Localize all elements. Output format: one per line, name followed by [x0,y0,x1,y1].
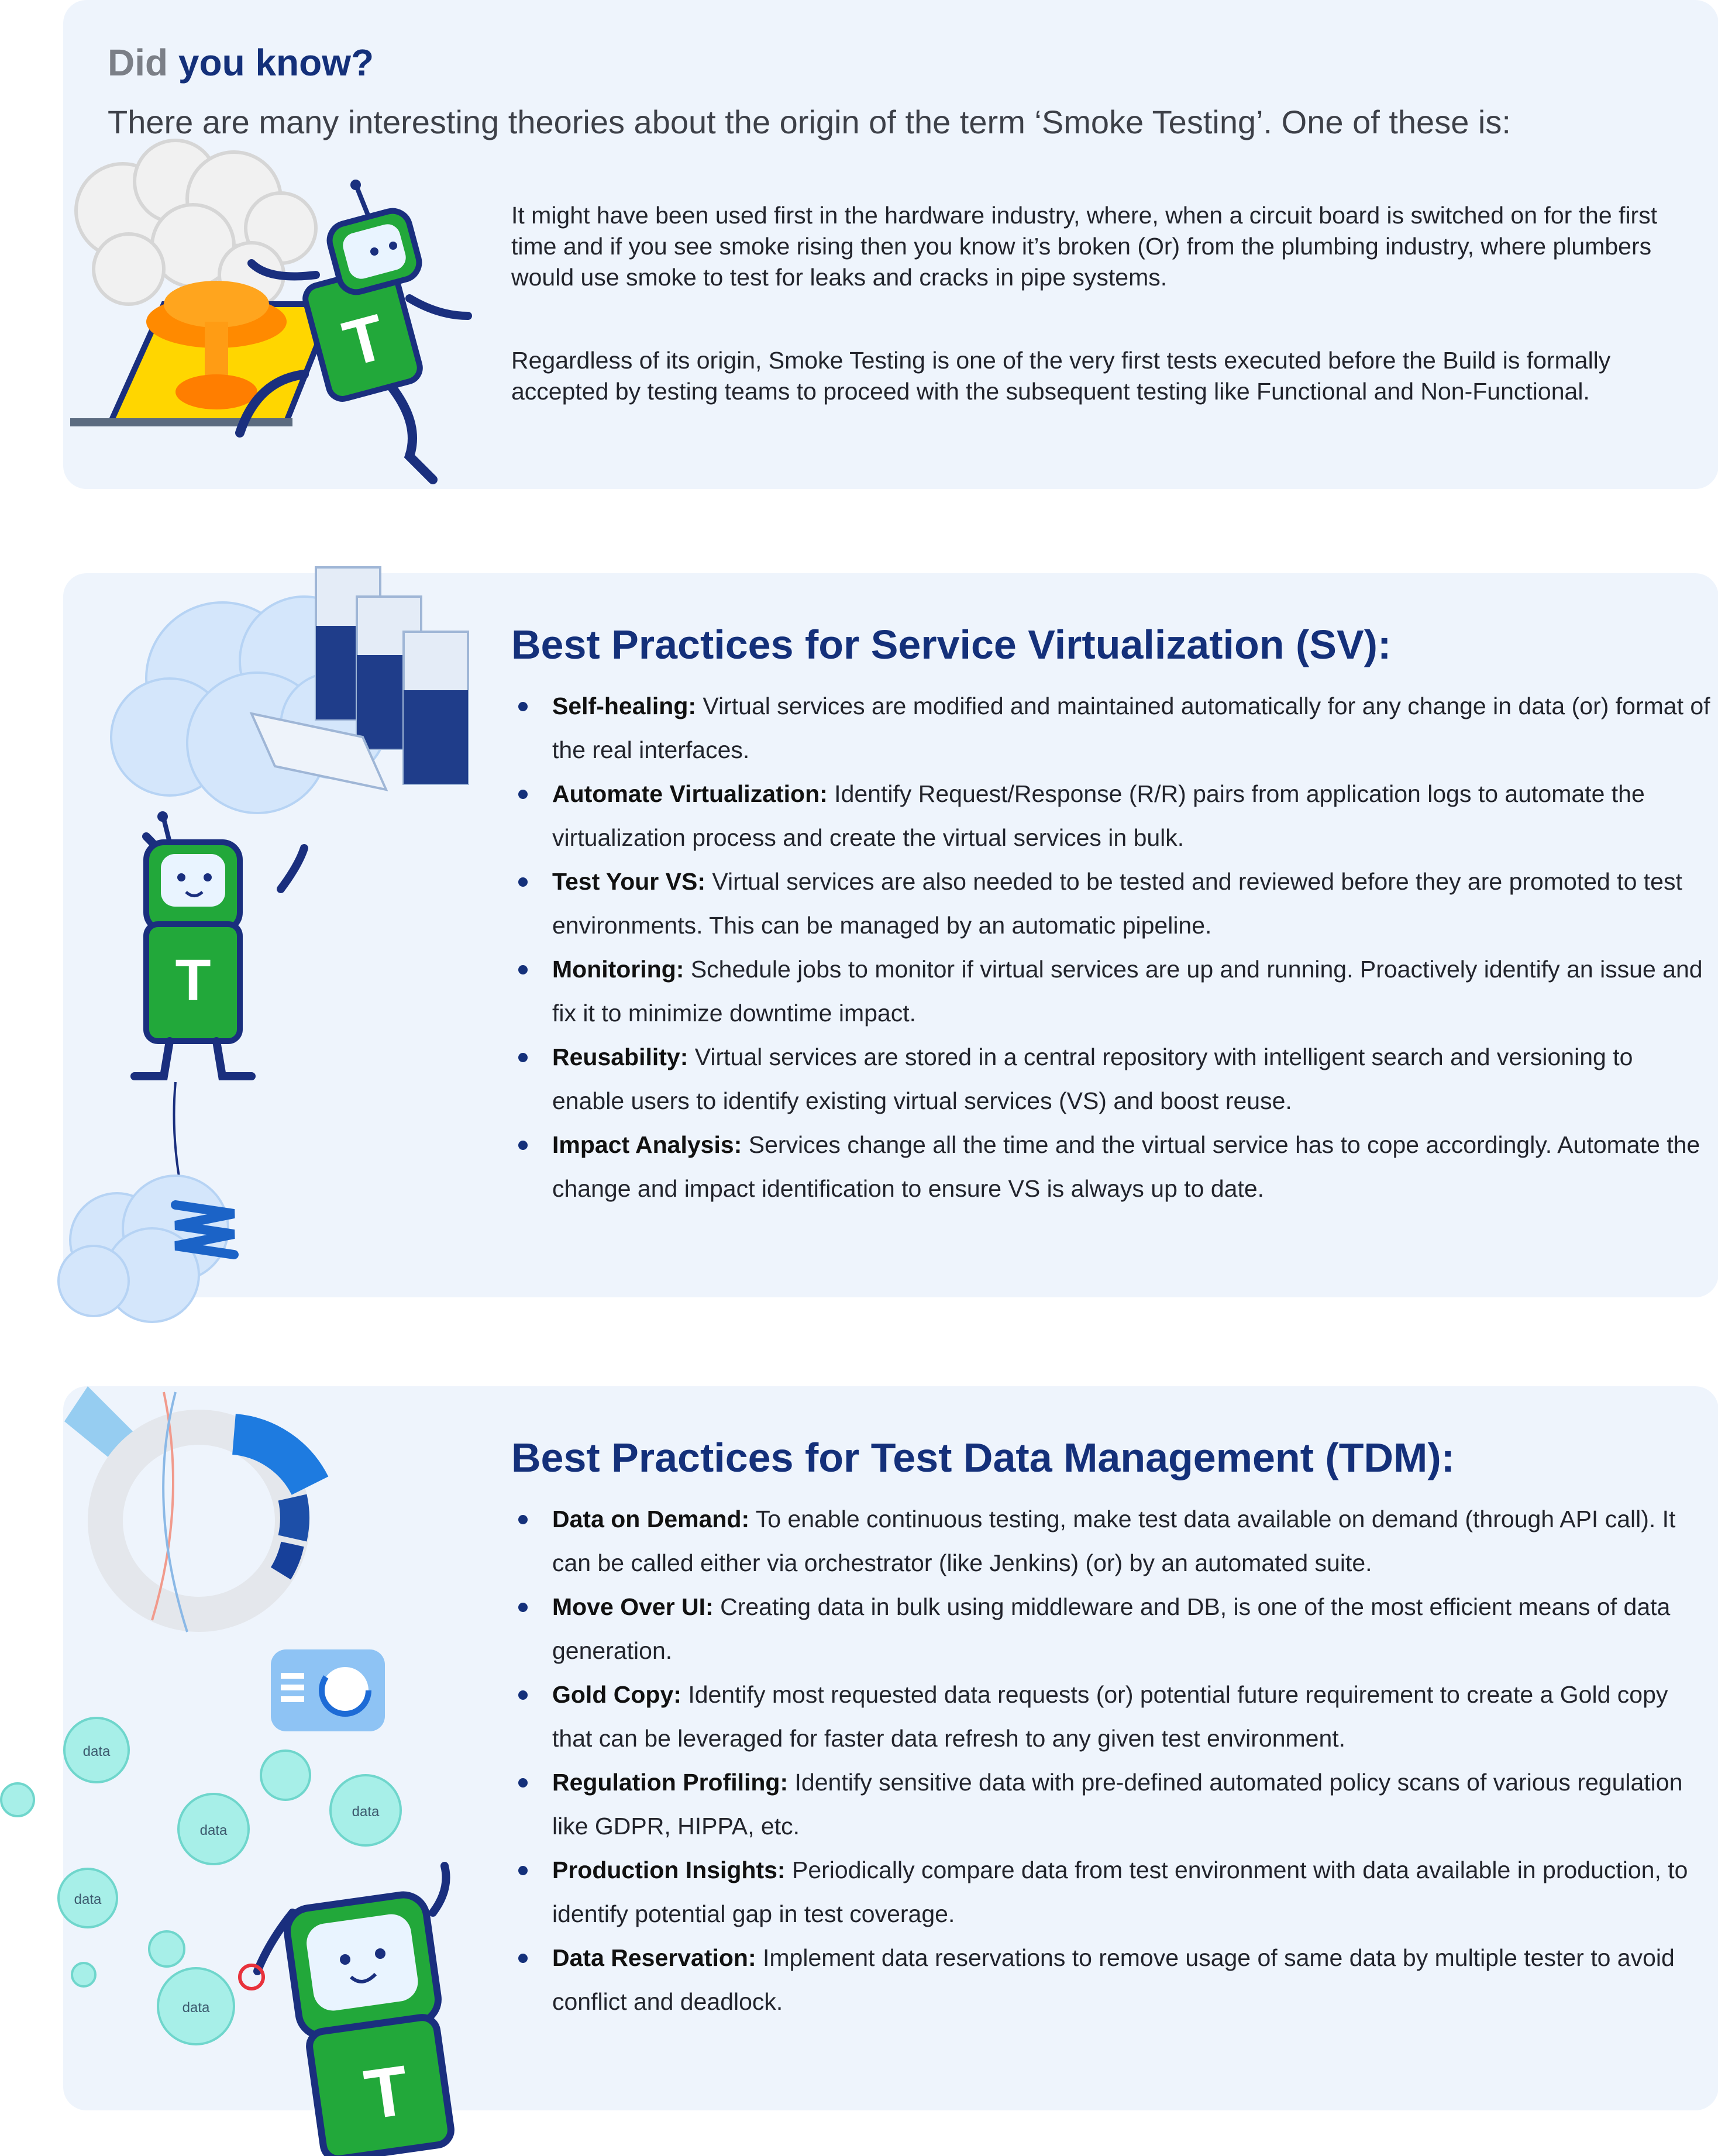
smoke-purpose-paragraph: Regardless of its origin, Smoke Testing … [511,347,1611,405]
list-item: Reusability: Virtual services are stored… [511,1035,1710,1123]
bullet-icon [518,1866,528,1875]
data-bubble-icon: data [57,1868,118,1928]
bullet-icon [518,965,528,974]
bullet-icon [518,1954,528,1963]
server-rack-icon [315,566,469,785]
sv-best-practices-card: Best Practices for Service Virtualizatio… [63,573,1718,1297]
list-item: Impact Analysis: Services change all the… [511,1123,1710,1211]
small-cloud-icon [57,1175,229,1323]
svg-text:data: data [183,2000,210,2016]
sv-list: Self-healing: Virtual services are modif… [511,684,1710,1211]
laptop-icon [249,712,388,791]
smoke-cloud-icon [74,139,318,309]
bullet-icon [518,877,528,887]
did-you-know-card: Did you know? There are many interesting… [63,0,1718,489]
svg-text:data: data [200,1823,228,1838]
dashboard-widget-icon [271,1649,385,1731]
explosion-icon [146,281,287,409]
list-item: Monitoring: Schedule jobs to monitor if … [511,948,1710,1035]
donut-chart-icon [88,1392,329,1633]
smoke-mascot-illustration: T [70,139,472,484]
bullet-icon [518,790,528,799]
did-you-know-subtitle: There are many interesting theories abou… [108,104,1511,140]
sv-title: Best Practices for Service Virtualizatio… [511,622,1392,667]
tdm-title: Best Practices for Test Data Management … [511,1435,1455,1480]
spring-icon [171,1200,239,1259]
bullet-icon [518,1690,528,1700]
data-bubble-icon: data [329,1774,402,1847]
bullet-icon [518,1778,528,1788]
mascot-running-icon: T [235,180,472,484]
svg-text:data: data [83,1744,111,1759]
did-you-know-title: Did you know? [108,42,374,84]
data-bubbles-illustration: data data data data data T [0,1386,455,2156]
server-cloud-illustration: T [57,566,469,1323]
svg-text:T: T [175,948,211,1013]
list-item: Regulation Profiling: Identify sensitive… [511,1761,1710,1848]
mascot-waving-icon: T [130,811,308,1217]
svg-text:data: data [74,1892,102,1907]
bubble-icon [148,1930,185,1968]
bullet-icon [518,1515,528,1524]
bubble-icon [71,1962,97,1988]
bubble-icon [260,1749,311,1801]
list-item: Automate Virtualization: Identify Reques… [511,772,1710,860]
mascot-bubble-icon: T [238,1862,455,2156]
data-bubble-icon: data [177,1793,250,1865]
list-item: Test Your VS: Virtual services are also … [511,860,1710,948]
tdm-list: Data on Demand: To enable continuous tes… [511,1497,1710,2024]
bubble-icon [0,1782,35,1817]
list-item: Data on Demand: To enable continuous tes… [511,1497,1710,1585]
svg-text:data: data [352,1804,380,1820]
data-bubble-icon: data [157,1967,235,2045]
list-item: Data Reservation: Implement data reserva… [511,1936,1710,2024]
list-item: Production Insights: Periodically compar… [511,1848,1710,1936]
smoke-origin-paragraph: It might have been used first in the har… [511,202,1658,291]
bullet-icon [518,702,528,711]
list-item: Move Over UI: Creating data in bulk usin… [511,1585,1710,1673]
list-item: Self-healing: Virtual services are modif… [511,684,1710,772]
bullet-icon [518,1141,528,1150]
list-item: Gold Copy: Identify most requested data … [511,1673,1710,1761]
bullet-icon [518,1603,528,1612]
board-base-icon [70,418,292,426]
bullet-icon [518,1053,528,1062]
data-bubble-icon: data [63,1717,130,1783]
